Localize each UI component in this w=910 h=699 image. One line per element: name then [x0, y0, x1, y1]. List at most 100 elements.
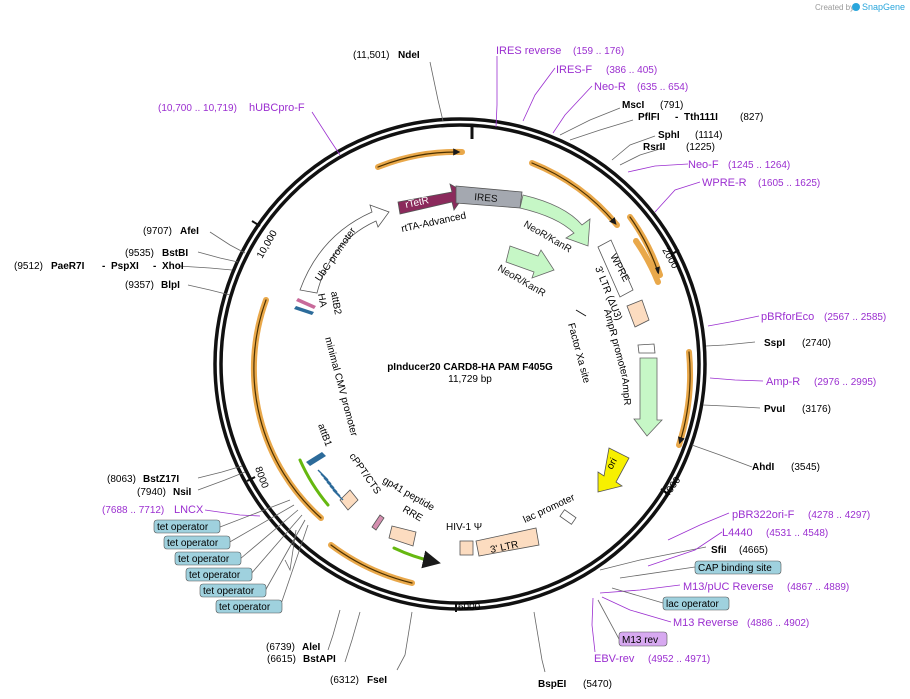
tet-operator-label-1: tet operator: [157, 522, 209, 533]
primer-amp-r[interactable]: Amp-R: [766, 376, 800, 388]
neor-kanr-arrow-1[interactable]: [519, 194, 591, 247]
cap-binding-site-box[interactable]: [694, 560, 782, 575]
enzyme-pos-bstbi: (9535): [125, 248, 154, 259]
enzyme-bstbi[interactable]: BstBI: [162, 248, 188, 259]
enzyme-sspi[interactable]: SspI: [764, 338, 785, 349]
lac-operator-leader: [611, 587, 664, 604]
primer-l4440[interactable]: L4440: [722, 527, 753, 539]
lac-operator-box[interactable]: [662, 596, 730, 611]
tet-operator-label-4: tet operator: [189, 570, 241, 581]
primer-neo-f[interactable]: Neo-F: [688, 159, 719, 171]
primer-hubcpro-f[interactable]: hUBCpro-F: [249, 102, 305, 114]
enzyme-leaders: [177, 61, 761, 673]
brand-text: SnapGene: [862, 2, 905, 12]
tet-operator-box-4[interactable]: [185, 567, 253, 582]
enzyme-msci[interactable]: MscI: [622, 100, 644, 111]
enzyme-bspei[interactable]: BspEI: [538, 679, 567, 690]
wpre-box[interactable]: [597, 239, 634, 298]
enzyme-sphi[interactable]: SphI: [658, 130, 680, 141]
enzyme-pos-ndei: (11,501): [353, 50, 390, 61]
orf-arc-1[interactable]: [375, 148, 465, 170]
ha-label: HA: [315, 293, 328, 309]
tet-operator-box-5[interactable]: [199, 583, 267, 598]
tet-operator-box-2[interactable]: [163, 535, 231, 550]
primer-pos-ebv-rev: (4952 .. 4971): [648, 654, 710, 665]
enzyme-afei[interactable]: AfeI: [180, 226, 199, 237]
ampr-promoter-box[interactable]: [637, 343, 656, 354]
lac-promoter-box[interactable]: [559, 509, 577, 525]
tet-operator-box-3[interactable]: [174, 551, 242, 566]
ltr-du3-box[interactable]: [626, 299, 650, 328]
enzyme-pos-blpi: (9357): [125, 280, 154, 291]
svg-text:-: -: [102, 261, 105, 272]
attb1-mark[interactable]: [306, 452, 326, 466]
enzyme-pos-sphi: (1114): [695, 130, 722, 141]
enzyme-pflfi[interactable]: PflFI: [638, 112, 660, 123]
factor-xa-label: Factor Xa site: [565, 322, 592, 385]
primer-ebv-rev[interactable]: EBV-rev: [594, 653, 635, 665]
enzyme-pos-bstapi: (6615): [267, 654, 296, 665]
orf-arc-7-line: [330, 544, 413, 584]
enzyme-blpi[interactable]: BlpI: [161, 280, 180, 291]
tet-operator-box-1[interactable]: [153, 519, 221, 534]
enzyme-paer7i[interactable]: PaeR7I: [51, 261, 85, 272]
enzyme-ndei[interactable]: NdeI: [398, 50, 420, 61]
enzyme-pos-ahdi: (3545): [791, 462, 820, 473]
primer-labels: IRES reverse (159 .. 176) IRES-F (386 ..…: [102, 45, 886, 665]
lac-promoter-label: lac promoter: [522, 492, 578, 526]
enzyme-fsei[interactable]: FseI: [367, 675, 387, 686]
primer-pos-neo-r: (635 .. 654): [637, 82, 688, 93]
enzyme-bstz17i[interactable]: BstZ17I: [143, 474, 179, 485]
tet-operator-leaders: [219, 499, 309, 608]
enzyme-ahdi[interactable]: AhdI: [752, 462, 774, 473]
m13-rev-label: M13 rev: [622, 635, 658, 646]
primer-lncx[interactable]: LNCX: [174, 504, 204, 516]
primer-pbrforeco[interactable]: pBRforEco: [761, 311, 814, 323]
primer-neo-r[interactable]: Neo-R: [594, 81, 626, 93]
attb1-label: attB1: [315, 422, 333, 448]
enzyme-pos-paer7i: (9512): [14, 261, 43, 272]
enzyme-pos-sspi: (2740): [802, 338, 831, 349]
ltr3-box[interactable]: [475, 527, 540, 557]
enzyme-pos-bspei: (5470): [583, 679, 612, 690]
primer-pbr322ori-f[interactable]: pBR322ori-F: [732, 509, 795, 521]
rtta-label: rtTA-Advanced: [400, 210, 467, 234]
attb2-mark[interactable]: [294, 306, 314, 315]
enzyme-pvui[interactable]: PvuI: [764, 404, 785, 415]
primer-pos-l4440: (4531 .. 4548): [766, 528, 828, 539]
neor-kanr-arrow-2[interactable]: [505, 245, 555, 279]
enzyme-pos-fsei: (6312): [330, 675, 359, 686]
ori-arrow[interactable]: [597, 447, 630, 493]
primer-m13-reverse[interactable]: M13 Reverse: [673, 617, 738, 629]
cppt-cts-box[interactable]: [339, 489, 359, 511]
tet-operator-hatches: [317, 469, 344, 501]
ubc-promoter-arrow[interactable]: [299, 204, 390, 294]
green-arc-left: [298, 458, 330, 507]
enzyme-nsii[interactable]: NsiI: [173, 487, 192, 498]
hiv1-psi-box[interactable]: [459, 540, 474, 556]
primer-ires-f[interactable]: IRES-F: [556, 64, 592, 76]
primer-wpre-r[interactable]: WPRE-R: [702, 177, 747, 189]
orf-arc-4[interactable]: [633, 238, 661, 285]
ori-label: ori: [605, 456, 620, 471]
ampr-arrow[interactable]: [633, 357, 663, 437]
tet-operator-box-6[interactable]: [215, 599, 283, 614]
enzyme-alei[interactable]: AleI: [302, 642, 321, 653]
enzyme-xhoi[interactable]: XhoI: [162, 261, 184, 272]
backbone-inner: [219, 123, 701, 605]
primer-m13-puc-reverse[interactable]: M13/pUC Reverse: [683, 581, 773, 593]
primer-ires-reverse[interactable]: IRES reverse: [496, 45, 561, 57]
enzyme-bstapi[interactable]: BstAPI: [303, 654, 336, 665]
gp41-peptide-mark[interactable]: [371, 514, 385, 531]
enzyme-pspxi[interactable]: PspXI: [111, 261, 139, 272]
rre-box[interactable]: [388, 525, 417, 547]
enzyme-rsrii[interactable]: RsrII: [643, 142, 665, 153]
tick-mark-4000: [660, 488, 669, 495]
tick-label-6000: 6000: [458, 602, 481, 613]
enzyme-sfii[interactable]: SfiI: [711, 545, 727, 556]
primer-pos-m13-reverse: (4886 .. 4902): [747, 618, 809, 629]
primer-pos-pbr322ori-f: (4278 .. 4297): [808, 510, 870, 521]
ha-mark[interactable]: [296, 298, 316, 309]
plasmid-size: 11,729 bp: [448, 374, 492, 385]
enzyme-tth111i[interactable]: Tth111I: [684, 112, 718, 123]
